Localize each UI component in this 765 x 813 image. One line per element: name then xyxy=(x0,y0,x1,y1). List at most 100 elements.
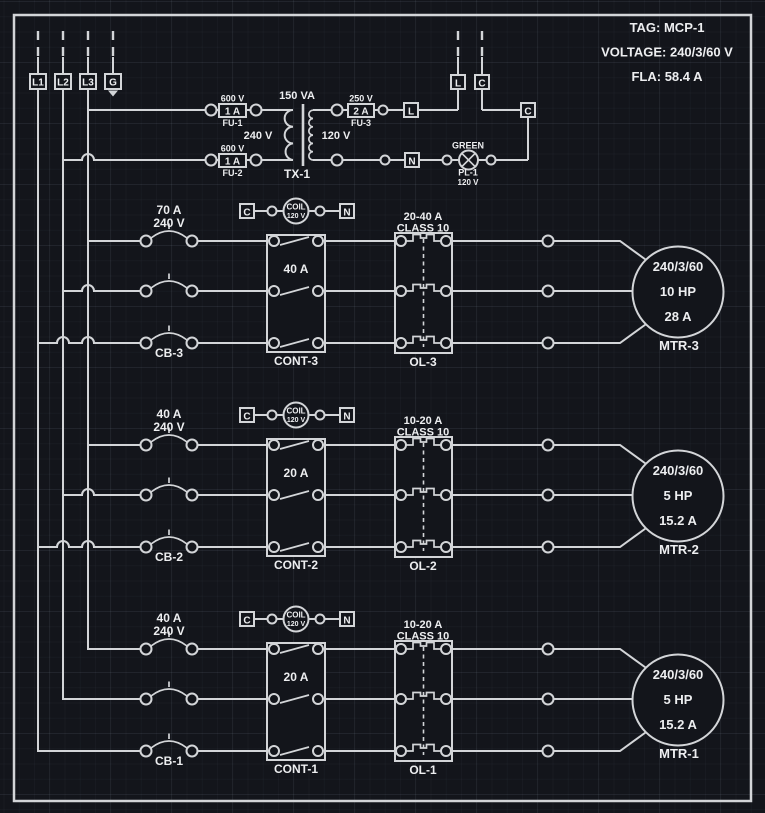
terminal-node xyxy=(185,336,199,350)
fu2-tag: FU-2 xyxy=(223,168,243,178)
terminal-node xyxy=(185,488,199,502)
fuse-fu2 xyxy=(218,153,247,168)
contactor-coil-icon xyxy=(282,605,310,633)
terminal-label-l3: L3 xyxy=(82,78,94,89)
fu2-rating: 1 A xyxy=(225,157,240,168)
overload-range: 10-20 A xyxy=(404,415,443,427)
circuit-breaker: 40 A 240 V CB-2 xyxy=(139,407,199,564)
top-control-terminal-label: C xyxy=(478,79,485,90)
coil-c-label: C xyxy=(243,616,250,627)
motor-hp: 5 HP xyxy=(664,488,693,503)
incoming-leads xyxy=(37,57,114,74)
terminal-node xyxy=(395,285,407,297)
contactor-tag: CONT-2 xyxy=(274,558,318,572)
terminal-box-ground xyxy=(104,73,122,90)
cb-voltage: 240 V xyxy=(153,216,184,230)
terminal-node xyxy=(185,744,199,758)
terminal-node xyxy=(312,693,324,705)
terminal-node xyxy=(268,489,280,501)
terminal-node xyxy=(440,745,452,757)
terminal-node xyxy=(268,745,280,757)
terminal-node xyxy=(541,438,555,452)
terminal-node xyxy=(268,541,280,553)
heater-element-icon xyxy=(406,233,441,344)
motor-branch-mtr1: 40 A 240 V CB-1 C COIL 120 V N 20 A xyxy=(100,605,725,777)
terminal-label-l1: L1 xyxy=(32,78,44,89)
tx-primary-voltage: 240 V xyxy=(244,130,273,142)
contactor: 20 A CONT-1 xyxy=(266,642,326,776)
terminal-node xyxy=(541,540,555,554)
cb-rating: 70 A xyxy=(157,203,182,217)
secondary-neutral-terminal-box xyxy=(404,152,420,168)
terminal-node xyxy=(441,154,453,166)
fu1-voltage: 600 V xyxy=(221,94,245,104)
terminal-node xyxy=(541,744,555,758)
coil-voltage: 120 V xyxy=(287,213,306,220)
coil-circuit: C COIL 120 V N xyxy=(239,605,355,633)
overload-range: 10-20 A xyxy=(404,619,443,631)
primary-wires xyxy=(63,109,293,161)
phase-buses xyxy=(37,89,100,752)
control-transformer-circuit: 600 V 1 A FU-1 600 V 1 A FU-2 150 VA 240… xyxy=(63,31,536,188)
secondary-line-terminal-box xyxy=(403,102,419,118)
terminal-node xyxy=(395,235,407,247)
terminal-node xyxy=(330,103,344,117)
overload-relay: 10-20 A CLASS 10 OL-2 xyxy=(394,415,453,573)
coil-label: COIL xyxy=(286,203,305,212)
contactor-coil-icon xyxy=(282,401,310,429)
coil-n-terminal-box xyxy=(339,611,355,627)
secondary-winding-icon xyxy=(308,109,314,161)
terminal-node xyxy=(541,234,555,248)
coil-label: COIL xyxy=(286,611,305,620)
bus-taps-branch-3 xyxy=(38,240,100,344)
terminal-node xyxy=(185,642,199,656)
coil-n-terminal-box xyxy=(339,203,355,219)
control-dashed-leads xyxy=(456,31,484,57)
terminal-node xyxy=(314,409,326,421)
secondary-control-terminal-box xyxy=(520,102,536,118)
terminal-node xyxy=(268,643,280,655)
motor-tag: MTR-3 xyxy=(659,338,699,353)
terminal-node xyxy=(204,153,218,167)
cb-rating: 40 A xyxy=(157,407,182,421)
overload-range: 20-40 A xyxy=(404,211,443,223)
secondary-neutral-terminal-label: N xyxy=(408,157,415,168)
terminal-node xyxy=(139,284,153,298)
branch-wires xyxy=(100,648,647,752)
overload-relay: 20-40 A CLASS 10 OL-3 xyxy=(394,211,453,369)
terminal-node xyxy=(185,284,199,298)
terminal-node xyxy=(139,744,153,758)
branch-wires xyxy=(100,240,647,344)
coil-voltage: 120 V xyxy=(287,417,306,424)
terminal-node xyxy=(440,235,452,247)
terminal-node xyxy=(440,285,452,297)
terminal-node xyxy=(440,337,452,349)
terminal-node xyxy=(312,541,324,553)
fuse-fu1 xyxy=(218,103,247,118)
incoming-terminals: L1 L2 L3 G xyxy=(29,31,122,97)
contactor-tag: CONT-1 xyxy=(274,762,318,776)
motor-circle-icon xyxy=(631,245,725,339)
pilot-light-pl1: GREEN PL-1 120 V xyxy=(452,141,484,188)
panel-info-block: TAG: MCP-1 VOLTAGE: 240/3/60 V FLA: 58.4… xyxy=(601,20,733,84)
motor-circle-icon xyxy=(631,449,725,543)
pilot-color-label: GREEN xyxy=(452,141,484,151)
panel-voltage-text: VOLTAGE: 240/3/60 V xyxy=(601,45,733,60)
cb-voltage: 240 V xyxy=(153,624,184,638)
terminal-node xyxy=(395,693,407,705)
cb-tag: CB-3 xyxy=(155,346,183,360)
contactor-coil-icon xyxy=(282,197,310,225)
terminal-node xyxy=(185,234,199,248)
motor-fla: 15.2 A xyxy=(659,717,697,732)
heater-element-icon xyxy=(406,437,441,548)
contact-blade-icon xyxy=(279,440,310,552)
terminal-node xyxy=(204,103,218,117)
motor: 240/3/60 5 HP 15.2 A MTR-1 xyxy=(631,653,725,761)
coil-n-label: N xyxy=(343,208,350,219)
terminal-node xyxy=(185,540,199,554)
fu3-tag: FU-3 xyxy=(351,118,371,128)
terminal-node xyxy=(139,540,153,554)
terminal-node xyxy=(312,285,324,297)
coil-circuit: C COIL 120 V N xyxy=(239,401,355,429)
terminal-node xyxy=(440,541,452,553)
